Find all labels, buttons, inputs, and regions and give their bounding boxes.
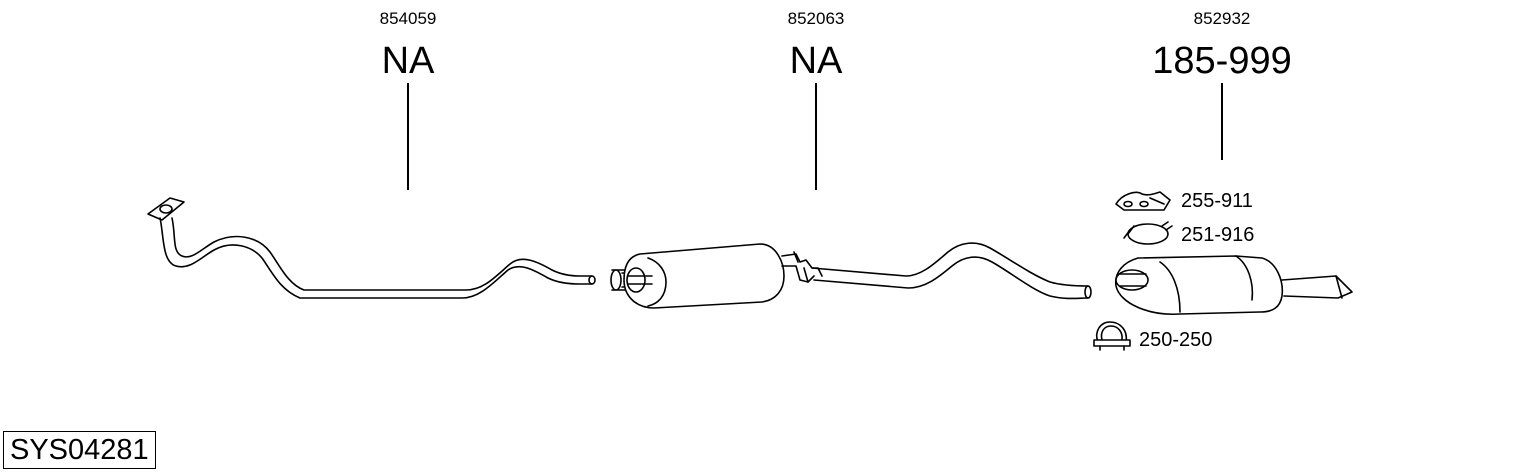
part-ref-854059: 854059 (379, 9, 437, 28)
part-ref-852063: 852063 (787, 9, 845, 28)
part-ref-852932: 852932 (1193, 9, 1251, 28)
front-pipe-flange (147, 197, 185, 221)
rear-silencer-inlet (1115, 269, 1149, 291)
centre-silencer-outlet (1084, 285, 1092, 299)
rear-silencer (1114, 255, 1353, 315)
part-code-front-pipe: NA (381, 40, 435, 82)
front-pipe (147, 197, 596, 299)
centre-silencer-inlet (610, 269, 622, 291)
part-code-centre-silencer: NA (789, 40, 843, 82)
leader-line-rear-silencer (1221, 83, 1223, 160)
ring-clamp-icon (1123, 221, 1173, 245)
centre-silencer (610, 242, 1092, 309)
front-pipe-outlet (588, 275, 596, 285)
u-bolt-clamp-icon (1093, 321, 1131, 351)
accessory-label-255-911: 255-911 (1181, 190, 1253, 212)
part-code-rear-silencer: 185-999 (1152, 40, 1292, 82)
leader-line-centre-silencer (815, 83, 817, 190)
leader-line-front-pipe (407, 83, 409, 190)
system-code-box: SYS04281 (3, 431, 156, 469)
hanger-bracket-icon (1115, 191, 1171, 211)
accessory-label-250-250: 250-250 (1139, 329, 1213, 351)
front-pipe-flange-hole (159, 204, 173, 214)
accessory-label-251-916: 251-916 (1181, 224, 1255, 246)
